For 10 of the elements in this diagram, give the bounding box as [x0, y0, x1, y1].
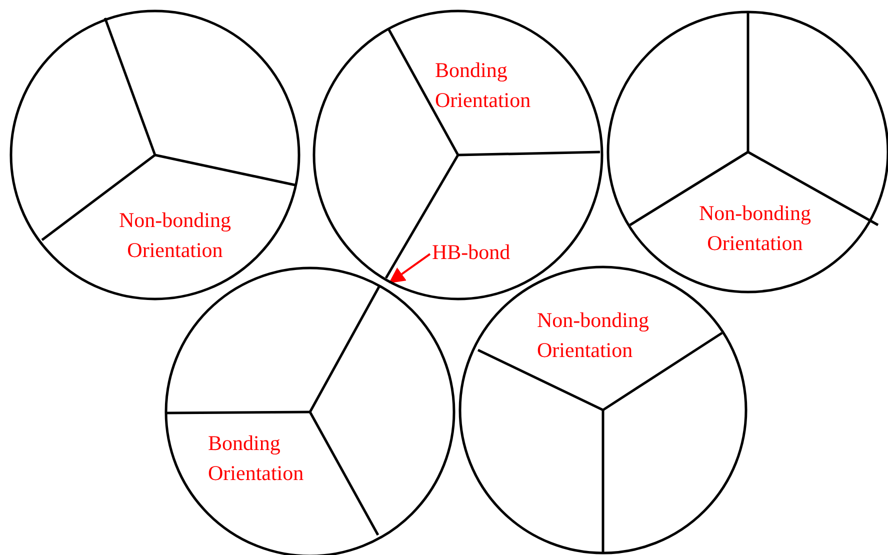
orientation-label: Bonding Orientation — [208, 430, 305, 487]
molecule-circle — [458, 265, 748, 555]
orientation-label: Non-bonding Orientation — [537, 307, 650, 364]
callout-label: HB-bond — [432, 237, 510, 267]
molecule-circle — [312, 9, 604, 301]
orientation-label: Non-bonding Orientation — [698, 200, 812, 257]
orientation-label: Bonding Orientation — [435, 57, 532, 114]
orientation-label: Non-bonding Orientation — [118, 207, 232, 264]
leader-line — [388, 253, 431, 284]
molecule-circle — [9, 9, 301, 301]
